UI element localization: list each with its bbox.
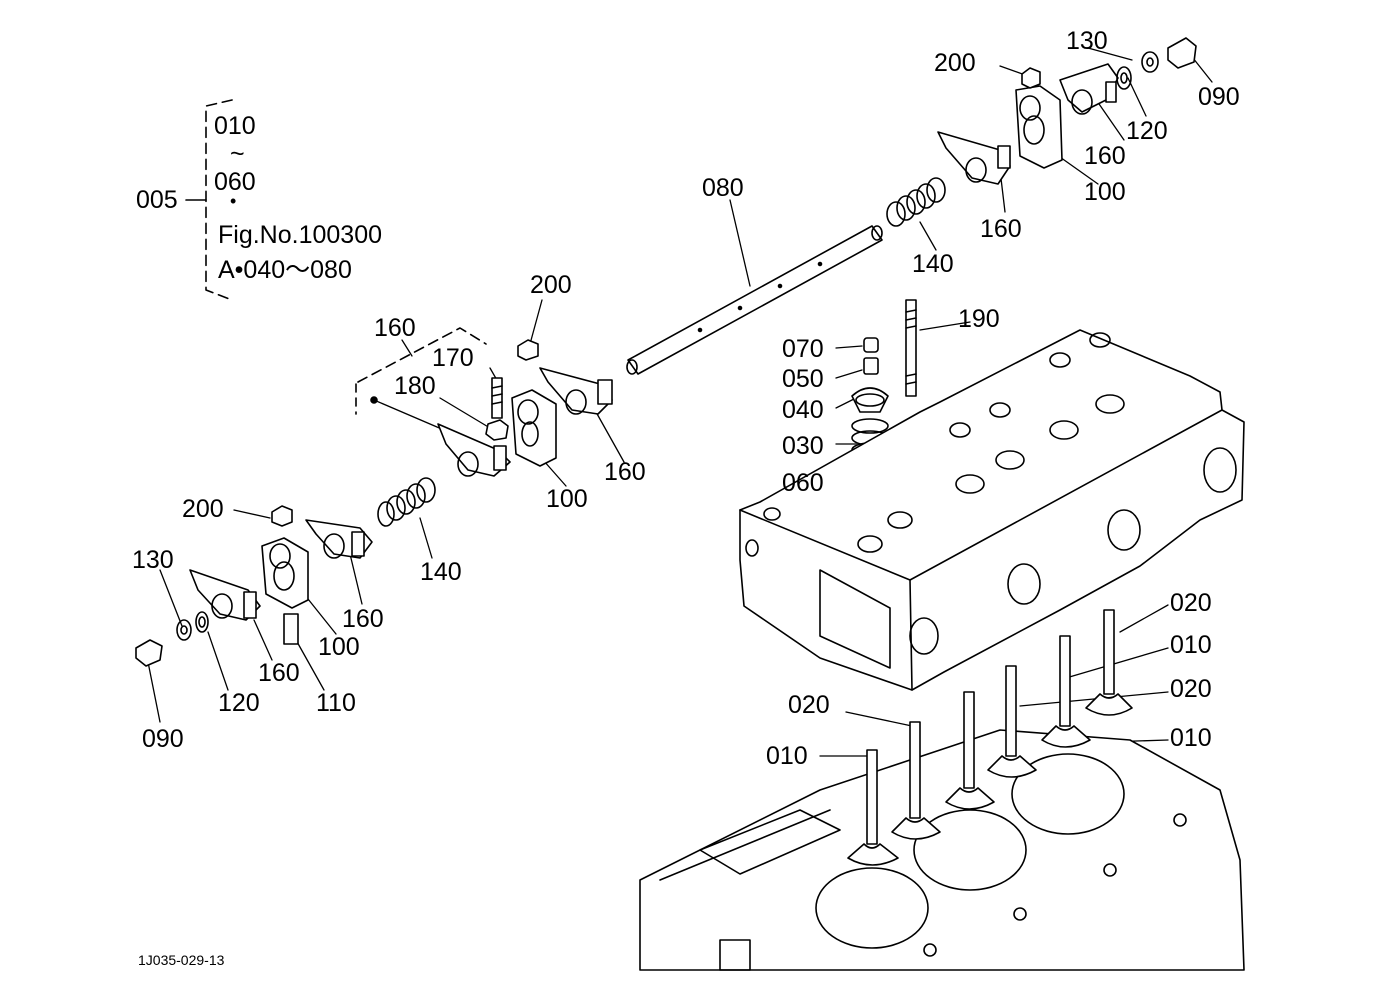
part-label-160: 160 xyxy=(258,659,300,687)
part-label-080: 080 xyxy=(702,174,744,202)
part-label-060: 060 xyxy=(782,469,824,497)
valve-mid-010 xyxy=(945,691,995,810)
part-label-120: 120 xyxy=(218,689,260,717)
part-label-200: 200 xyxy=(182,495,224,523)
spring-140-upper xyxy=(886,177,946,227)
note-bracket xyxy=(185,99,233,301)
part-label-020: 020 xyxy=(788,691,830,719)
part-label-100: 100 xyxy=(318,633,360,661)
part-label-180: 180 xyxy=(394,372,436,400)
lower-rocker-assembly xyxy=(135,477,436,667)
part-label-040: 040 xyxy=(782,396,824,424)
valve-left-020 xyxy=(891,721,941,840)
middle-rocker-assembly xyxy=(355,327,613,477)
cylinder-block xyxy=(639,729,1245,971)
valve-mid-020 xyxy=(987,665,1037,778)
part-label-130: 130 xyxy=(132,546,174,574)
range-dot: • xyxy=(230,191,237,211)
part-label-100: 100 xyxy=(546,485,588,513)
valves xyxy=(847,609,1133,866)
part-label-160: 160 xyxy=(374,314,416,342)
part-label-090: 090 xyxy=(1198,83,1240,111)
drawing-code: 1J035-029-13 xyxy=(138,952,225,968)
part-label-140: 140 xyxy=(912,250,954,278)
part-label-020: 020 xyxy=(1170,675,1212,703)
group-number: 005 xyxy=(136,186,178,214)
figure-range: A•040～080 xyxy=(218,256,352,284)
part-label-160: 160 xyxy=(604,458,646,486)
part-label-100: 100 xyxy=(1084,178,1126,206)
part-label-140: 140 xyxy=(420,558,462,586)
part-label-160: 160 xyxy=(1084,142,1126,170)
part-label-110: 110 xyxy=(316,689,356,717)
range-end: 060 xyxy=(214,168,256,196)
part-label-020: 020 xyxy=(1170,589,1212,617)
part-label-010: 010 xyxy=(1170,724,1212,752)
part-label-160: 160 xyxy=(342,605,384,633)
part-label-190: 190 xyxy=(958,305,1000,333)
upper-rocker-assembly xyxy=(886,37,1197,227)
stud-190 xyxy=(905,299,917,397)
part-label-160: 160 xyxy=(980,215,1022,243)
range-tilde: ~ xyxy=(230,140,245,168)
part-label-130: 130 xyxy=(1066,27,1108,55)
rocker-shaft xyxy=(626,225,883,375)
valve-right-020 xyxy=(1085,609,1133,716)
part-label-090: 090 xyxy=(142,725,184,753)
part-label-070: 070 xyxy=(782,335,824,363)
valve-right-010 xyxy=(1041,635,1091,748)
range-start: 010 xyxy=(214,112,256,140)
spring-140-lower xyxy=(377,477,436,527)
valve-left-010 xyxy=(847,749,899,866)
part-label-030: 030 xyxy=(782,432,824,460)
figure-reference: Fig.No.100300 xyxy=(218,221,383,249)
part-label-010: 010 xyxy=(1170,631,1212,659)
part-label-170: 170 xyxy=(432,344,474,372)
part-label-050: 050 xyxy=(782,365,824,393)
part-label-200: 200 xyxy=(530,271,572,299)
part-label-010: 010 xyxy=(766,742,808,770)
part-label-120: 120 xyxy=(1126,117,1168,145)
cylinder-head xyxy=(739,329,1245,691)
part-label-200: 200 xyxy=(934,49,976,77)
